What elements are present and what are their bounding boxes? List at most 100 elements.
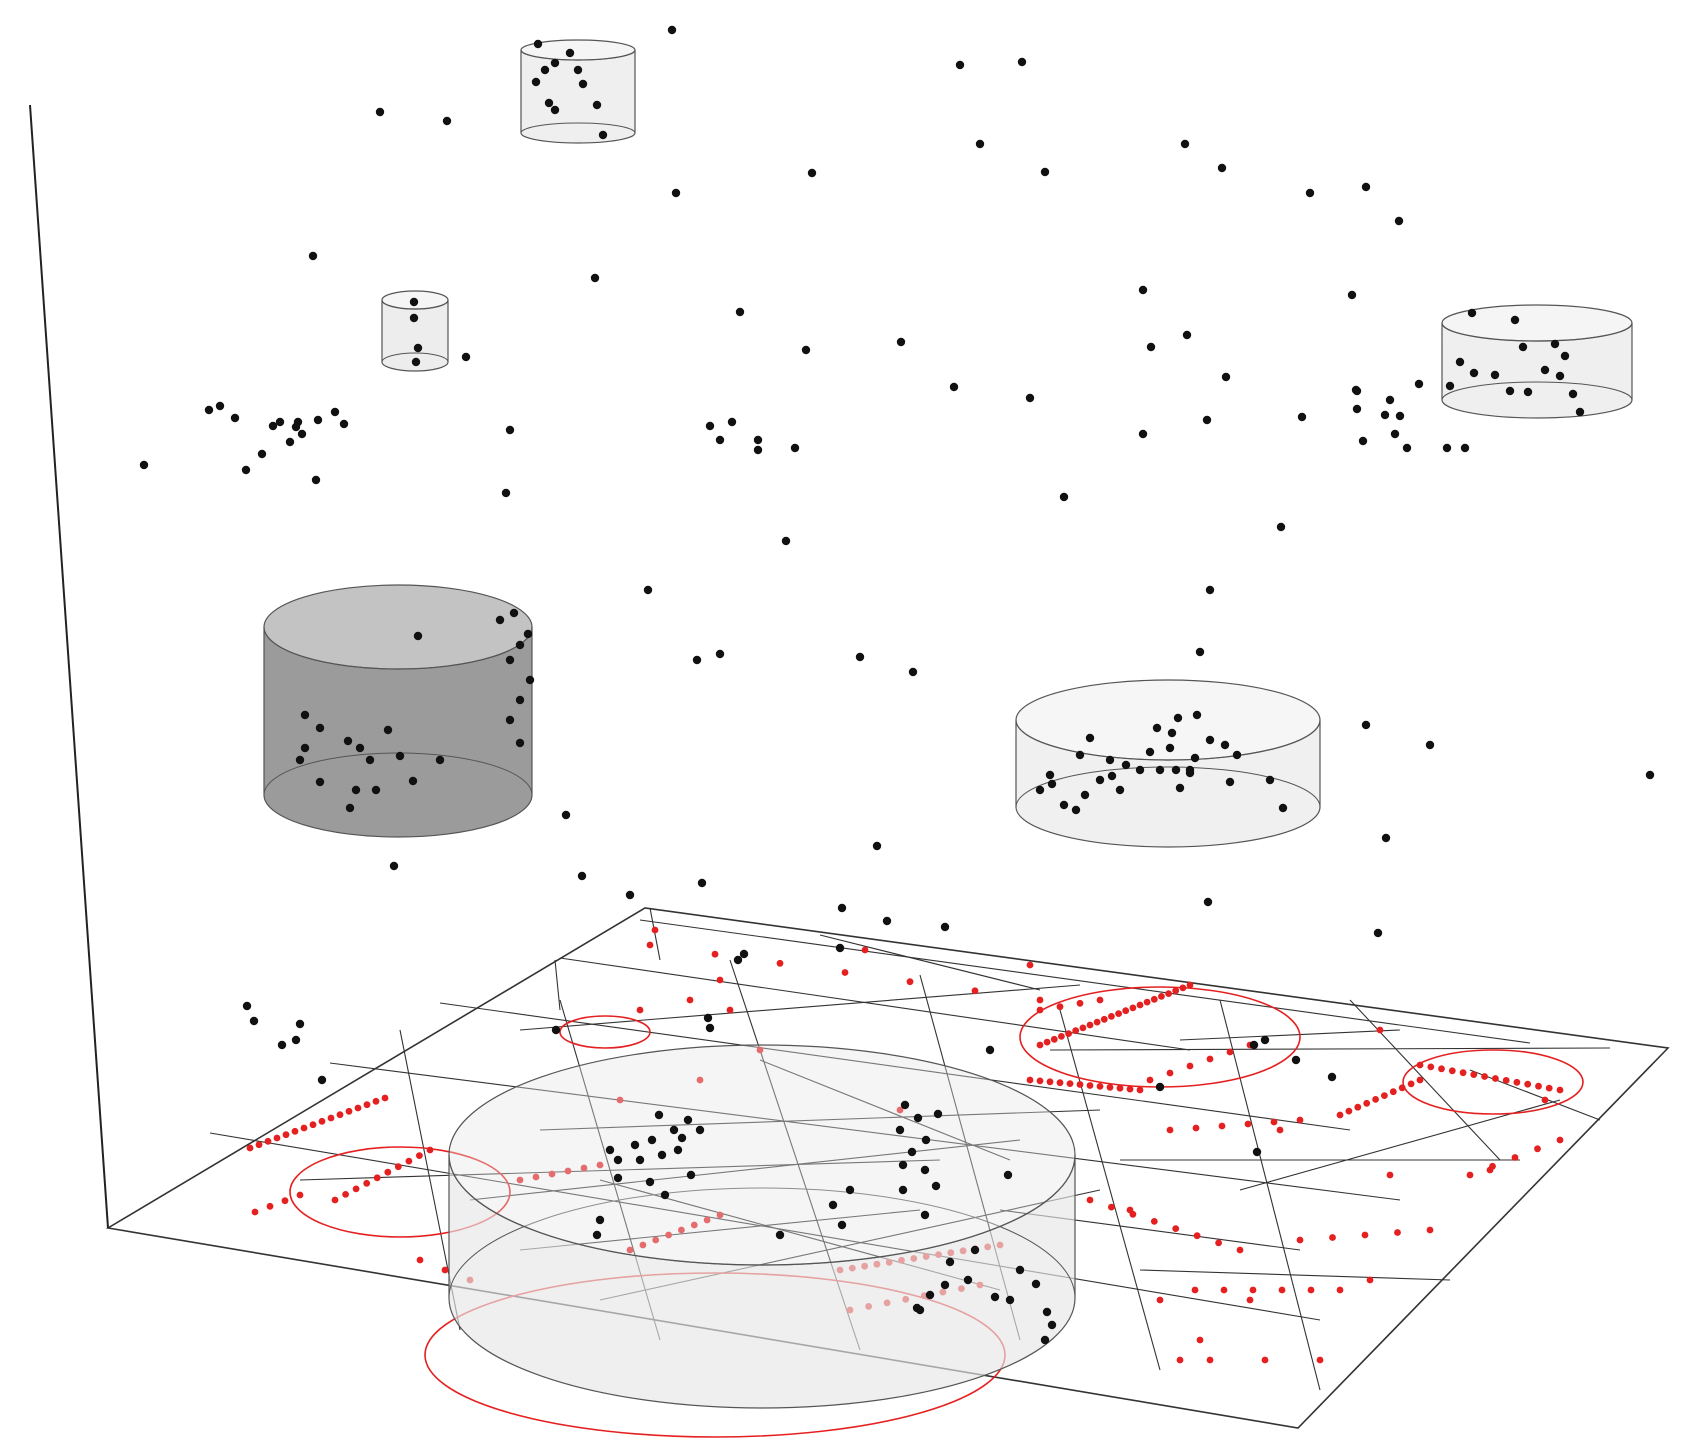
street-segment	[539, 1109, 1101, 1131]
projected-point	[1026, 961, 1034, 969]
event-point	[297, 429, 307, 439]
event-point	[683, 1115, 693, 1125]
event-point	[673, 1145, 683, 1155]
event-point	[705, 421, 715, 431]
projected-point	[1336, 1286, 1344, 1294]
event-point	[1190, 753, 1200, 763]
projected-point	[1535, 1082, 1542, 1090]
projected-point	[1100, 1015, 1108, 1023]
event-point	[1115, 785, 1125, 795]
event-point	[1361, 182, 1371, 192]
event-point	[1291, 1055, 1301, 1065]
event-point	[1205, 735, 1215, 745]
cylinder-top	[520, 39, 636, 61]
projected-point	[1192, 1124, 1200, 1132]
event-point	[1232, 750, 1242, 760]
event-point	[1297, 412, 1307, 422]
event-point	[375, 107, 385, 117]
projected-point	[1236, 1246, 1244, 1254]
projected-point	[1056, 1003, 1064, 1011]
projected-point	[1093, 1018, 1101, 1026]
event-point	[1394, 216, 1404, 226]
event-point	[671, 188, 681, 198]
event-point	[975, 139, 985, 149]
event-point	[1455, 357, 1465, 367]
event-point	[940, 1280, 950, 1290]
projected-point	[564, 1167, 572, 1175]
event-point	[625, 890, 635, 900]
street-segment	[1049, 1047, 1611, 1051]
projected-point	[841, 969, 849, 976]
projected-point	[896, 1106, 904, 1114]
projected-point	[1136, 1086, 1144, 1094]
event-point	[790, 443, 800, 453]
street-segment	[649, 907, 661, 961]
event-point	[1040, 1335, 1050, 1345]
event-point	[1171, 765, 1181, 775]
event-point	[242, 1001, 252, 1011]
projected-point	[1329, 1234, 1336, 1241]
street-segment	[759, 1059, 1011, 1161]
event-point	[1373, 928, 1383, 938]
event-point	[1361, 720, 1371, 730]
projected-point	[1150, 1218, 1158, 1225]
event-point	[1358, 436, 1368, 446]
projected-point	[1307, 1286, 1315, 1294]
event-point	[1252, 1147, 1262, 1157]
event-point	[895, 1125, 905, 1135]
projected-point	[282, 1131, 290, 1139]
projected-point	[703, 1216, 711, 1224]
projected-point	[1556, 1086, 1564, 1094]
event-point	[533, 39, 543, 49]
event-point	[931, 1181, 941, 1191]
event-point	[1645, 770, 1655, 780]
event-point	[330, 407, 340, 417]
event-point	[550, 58, 560, 68]
event-point	[515, 640, 525, 650]
event-point	[1414, 379, 1424, 389]
event-point	[1278, 803, 1288, 813]
event-point	[1045, 770, 1055, 780]
event-point	[592, 100, 602, 110]
event-point	[1085, 733, 1095, 743]
projected-point	[345, 1107, 353, 1115]
projected-point	[1354, 1103, 1362, 1111]
projected-point	[1136, 1001, 1144, 1009]
projected-point	[1492, 1075, 1499, 1082]
projected-point	[1196, 1336, 1204, 1344]
projected-point	[1166, 1069, 1174, 1077]
event-point	[230, 413, 240, 423]
projected-point	[1158, 993, 1165, 1000]
event-point	[635, 1155, 645, 1165]
event-point	[990, 1292, 1000, 1302]
street-segment	[299, 1159, 941, 1181]
event-point	[1202, 415, 1212, 425]
event-point	[592, 1230, 602, 1240]
event-point	[1276, 522, 1286, 532]
projected-point	[1176, 1356, 1184, 1364]
event-point	[315, 777, 325, 787]
vertical-time-axis	[29, 104, 109, 1229]
projected-point	[1156, 1296, 1164, 1304]
event-point	[505, 425, 515, 435]
event-point	[828, 1200, 838, 1210]
projected-point	[281, 1197, 289, 1205]
event-point	[408, 776, 418, 786]
event-point	[285, 437, 295, 447]
event-point	[1182, 330, 1192, 340]
projected-point	[384, 1168, 392, 1176]
projected-point	[352, 1185, 360, 1193]
projected-point	[1416, 1076, 1424, 1084]
event-point	[1031, 1279, 1041, 1289]
event-point	[1505, 386, 1515, 396]
event-point	[1025, 393, 1035, 403]
projected-point	[1363, 1099, 1371, 1107]
cylinder-shaded	[263, 584, 535, 838]
event-point	[1395, 411, 1405, 421]
event-point	[677, 1133, 687, 1143]
event-point	[940, 922, 950, 932]
event-point	[1047, 779, 1057, 789]
event-point	[1095, 775, 1105, 785]
event-point	[1469, 368, 1479, 378]
